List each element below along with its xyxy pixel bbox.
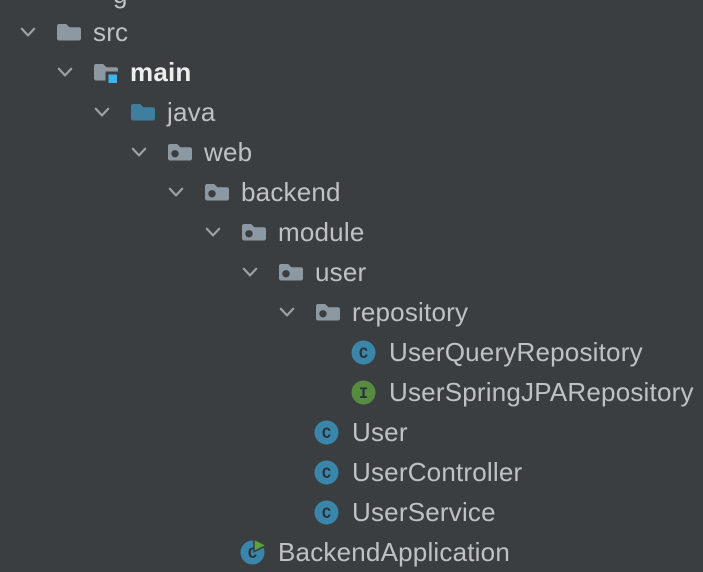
package-icon bbox=[314, 299, 342, 325]
tree-row-main[interactable]: main bbox=[0, 52, 703, 92]
sources-root-folder-icon bbox=[92, 59, 120, 85]
folder-icon bbox=[55, 19, 83, 45]
tree-row-label: repository bbox=[352, 296, 469, 327]
svg-text:C: C bbox=[322, 505, 331, 523]
chevron-spacer bbox=[205, 547, 221, 558]
interface-icon: I bbox=[351, 379, 379, 405]
class-icon: C bbox=[314, 419, 342, 445]
tree-row-label: UserQueryRepository bbox=[389, 336, 643, 367]
tree-row-label: user bbox=[315, 256, 367, 287]
tree-row-web[interactable]: web bbox=[0, 132, 703, 172]
tree-row-label: module bbox=[278, 216, 365, 247]
tree-row-backend[interactable]: backend bbox=[0, 172, 703, 212]
tree-row-label: UserSpringJPARepository bbox=[389, 376, 694, 407]
partial-scrolled-row-text: g bbox=[113, 0, 127, 8]
chevron-spacer bbox=[316, 347, 332, 358]
chevron-spacer bbox=[279, 507, 295, 518]
chevron-down-icon[interactable] bbox=[20, 27, 36, 38]
tree-row-label: UserController bbox=[352, 456, 523, 487]
package-icon bbox=[166, 139, 194, 165]
chevron-down-icon[interactable] bbox=[57, 67, 73, 78]
svg-text:C: C bbox=[248, 545, 257, 563]
tree-row-java[interactable]: java bbox=[0, 92, 703, 132]
chevron-down-icon[interactable] bbox=[131, 147, 147, 158]
chevron-spacer bbox=[279, 427, 295, 438]
chevron-spacer bbox=[279, 467, 295, 478]
tree-row-user[interactable]: user bbox=[0, 252, 703, 292]
tree-row-label: User bbox=[352, 416, 408, 447]
chevron-spacer bbox=[316, 387, 332, 398]
class-icon: C bbox=[351, 339, 379, 365]
tree-row-label: web bbox=[204, 136, 253, 167]
package-icon bbox=[240, 219, 268, 245]
tree-row-backendapplication[interactable]: C BackendApplication bbox=[0, 532, 703, 572]
tree-row-user[interactable]: C User bbox=[0, 412, 703, 452]
runnable-class-icon: C bbox=[240, 539, 268, 565]
svg-text:C: C bbox=[322, 425, 331, 443]
chevron-down-icon[interactable] bbox=[94, 107, 110, 118]
tree-row-label: UserService bbox=[352, 496, 496, 527]
chevron-down-icon[interactable] bbox=[205, 227, 221, 238]
tree-row-userservice[interactable]: C UserService bbox=[0, 492, 703, 532]
chevron-down-icon[interactable] bbox=[168, 187, 184, 198]
class-icon: C bbox=[314, 499, 342, 525]
tree-row-repository[interactable]: repository bbox=[0, 292, 703, 332]
source-folder-icon bbox=[129, 99, 157, 125]
svg-text:C: C bbox=[322, 465, 331, 483]
tree-row-label: BackendApplication bbox=[278, 536, 510, 567]
tree-row-userqueryrepository[interactable]: C UserQueryRepository bbox=[0, 332, 703, 372]
svg-text:I: I bbox=[359, 385, 368, 403]
package-icon bbox=[277, 259, 305, 285]
tree-row-label: java bbox=[167, 96, 216, 127]
chevron-down-icon[interactable] bbox=[279, 307, 295, 318]
tree-row-src[interactable]: src bbox=[0, 12, 703, 52]
tree-row-label: src bbox=[93, 16, 129, 47]
tree-row-userspringjparepository[interactable]: I UserSpringJPARepository bbox=[0, 372, 703, 412]
chevron-down-icon[interactable] bbox=[242, 267, 258, 278]
svg-text:C: C bbox=[359, 345, 368, 363]
tree-row-usercontroller[interactable]: C UserController bbox=[0, 452, 703, 492]
class-icon: C bbox=[314, 459, 342, 485]
tree-row-label: main bbox=[130, 56, 192, 87]
tree-row-module[interactable]: module bbox=[0, 212, 703, 252]
tree-row-label: backend bbox=[241, 176, 341, 207]
package-icon bbox=[203, 179, 231, 205]
